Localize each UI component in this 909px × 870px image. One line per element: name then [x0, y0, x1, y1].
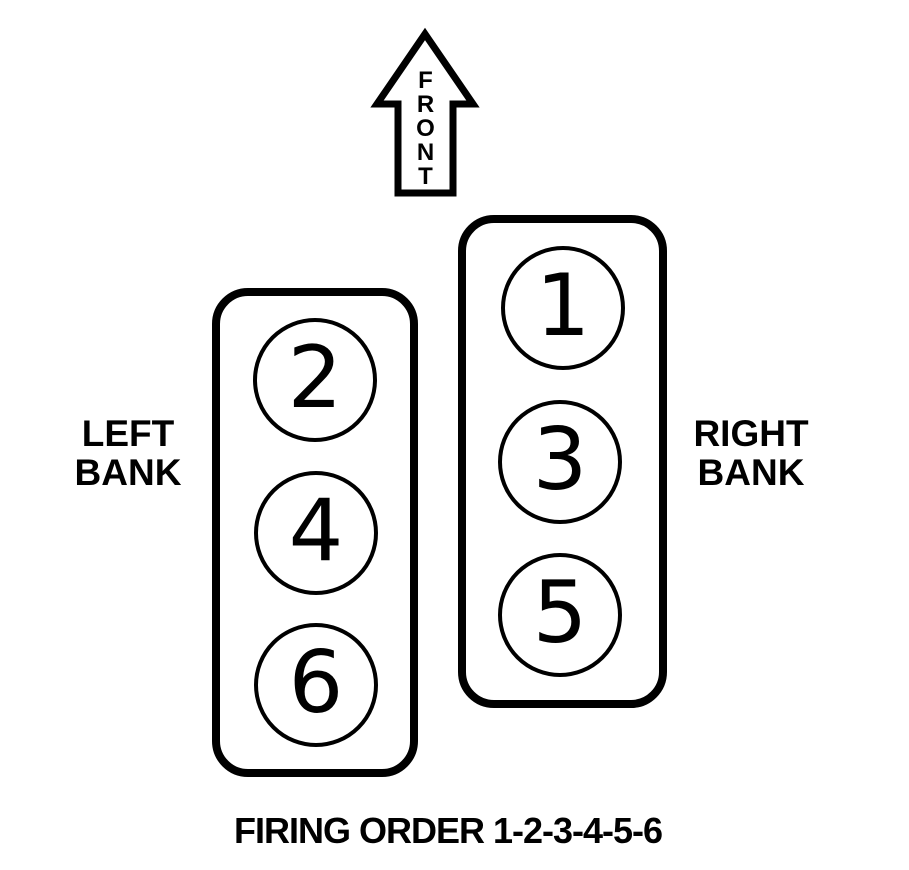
cylinder-1-number: 1 [535, 256, 591, 356]
right-bank-label-line1: RIGHT [693, 413, 809, 454]
left-bank-label: LEFT BANK [38, 414, 218, 492]
cylinder-6-number: 6 [288, 633, 344, 733]
cylinder-2: 2 [253, 318, 377, 442]
cylinder-5-number: 5 [532, 563, 588, 663]
cylinder-1: 1 [501, 246, 625, 370]
cylinder-3-number: 3 [532, 410, 588, 510]
right-bank-label-line2: BANK [697, 452, 805, 493]
right-bank-label: RIGHT BANK [661, 414, 841, 492]
cylinder-6: 6 [254, 623, 378, 747]
cylinder-3: 3 [498, 400, 622, 524]
firing-order-caption: FIRING ORDER 1-2-3-4-5-6 [233, 810, 663, 851]
cylinder-2-number: 2 [287, 328, 343, 428]
front-arrow-label: FRONT [412, 67, 439, 187]
front-arrow-icon [370, 27, 480, 197]
right-bank: 1 3 5 [458, 215, 667, 708]
cylinder-5: 5 [498, 553, 622, 677]
left-bank: 2 4 6 [212, 288, 418, 777]
left-bank-label-line1: LEFT [81, 413, 175, 454]
left-bank-label-line2: BANK [74, 452, 182, 493]
cylinder-4: 4 [254, 471, 378, 595]
cylinder-4-number: 4 [288, 481, 344, 581]
